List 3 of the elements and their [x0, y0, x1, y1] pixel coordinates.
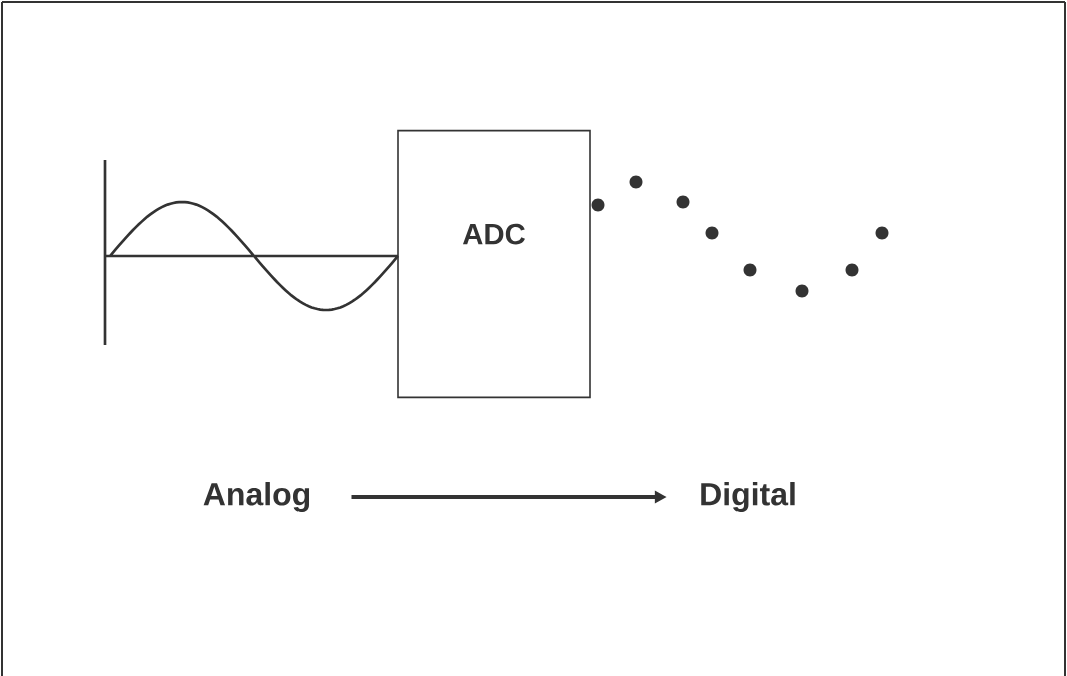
adc-box: ADC: [397, 129, 591, 399]
signal-label: Digital: [701, 482, 795, 512]
signal-label: Analog: [203, 482, 310, 512]
